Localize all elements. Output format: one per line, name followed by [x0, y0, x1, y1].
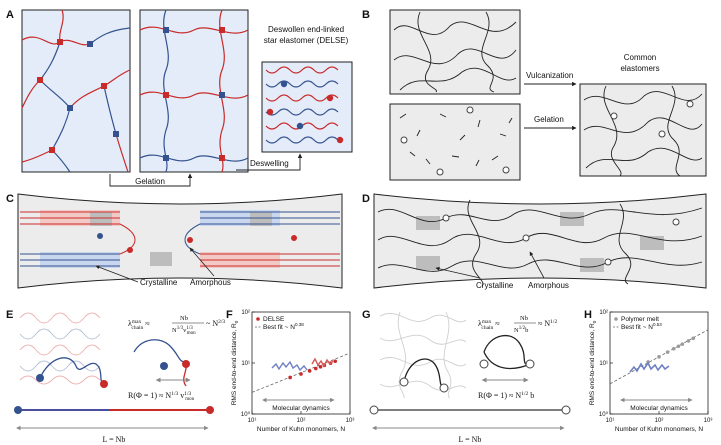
legend-marker [614, 317, 618, 321]
panel-b-melt-box [389, 9, 521, 95]
data-point [686, 339, 691, 343]
data-point [318, 365, 323, 369]
panel-a-title-line2: star elastomer (DELSE) [264, 36, 349, 45]
panel-a-deswelling-label: Deswelling [250, 159, 289, 168]
x-axis-label: Number of Kuhn monomers, N [257, 426, 345, 433]
panel-a-gelation-label: Gelation [135, 177, 165, 186]
panel-b-title-line1: Common [624, 53, 656, 62]
y-tick-label: 10¹ [241, 361, 250, 367]
annotation-label: Molecular dynamics [630, 405, 688, 412]
panel-label-b: B [362, 9, 370, 21]
data-point [307, 369, 312, 373]
panel-g-r-formula: R(Φ = 1) ≈ N1/2 b [478, 391, 534, 400]
panel-d-stretched-elastomer [373, 193, 707, 289]
y-tick-label: 10⁰ [599, 411, 609, 418]
data-point [671, 346, 676, 351]
y-tick-label: 10⁰ [241, 411, 251, 418]
panel-g-contour-bar [369, 405, 571, 431]
amorphous-pointer-d [529, 251, 545, 279]
legend-fit-label: Best fit ~ N0.38 [263, 322, 304, 331]
x-tick-label: 10³ [346, 418, 355, 424]
legend-series-label: DELSE [263, 316, 285, 323]
panel-b-solution-box [389, 103, 521, 181]
panel-g-melt-background [379, 311, 467, 399]
panel-e-single-chain [36, 339, 191, 388]
panel-label-c: C [6, 193, 14, 205]
panel-g-frac-num: Nb [520, 315, 528, 322]
trajectory-red [311, 357, 334, 368]
panel-c-crystalline-label: Crystalline [140, 278, 178, 287]
y-tick-label: 10² [599, 310, 608, 316]
panel-a-title-line1: Deswollen end-linked [268, 25, 344, 34]
panel-b-gelation-label: Gelation [534, 115, 564, 124]
panel-b-common-elastomer-box [579, 83, 707, 177]
legend-marker [256, 317, 260, 321]
y-tick-label: 10¹ [599, 361, 608, 367]
panel-label-g: G [362, 309, 371, 321]
y-tick-label: 10² [241, 310, 250, 316]
panel-g-single-chain [399, 334, 535, 393]
crystalline-pointer-d [435, 266, 481, 279]
trajectory-blue [629, 361, 670, 373]
panel-e-contour-bar [14, 406, 214, 431]
data-point [299, 372, 303, 376]
panel-a-network-gelled [139, 9, 249, 173]
legend-series-label: Polymer melt [621, 316, 659, 323]
x-axis-label: Number of Kuhn monomers, N [615, 426, 703, 433]
data-point [691, 336, 696, 341]
x-tick-label: 10² [297, 418, 306, 424]
panel-label-d: D [362, 193, 370, 205]
panel-c-amorphous-label: Amorphous [190, 278, 231, 287]
deswelling-arrow [236, 153, 303, 171]
data-point [657, 355, 661, 359]
data-point [665, 350, 670, 354]
panel-d-amorphous-label: Amorphous [528, 281, 569, 290]
data-point [313, 366, 318, 371]
crystalline-pointer-c [95, 265, 139, 283]
panel-e-frac-num: Nb [180, 315, 188, 322]
panel-b-title-line2: elastomers [620, 64, 659, 73]
x-tick-label: 10³ [704, 418, 713, 424]
data-point [680, 342, 685, 346]
panel-b-vulcanization-label: Vulcanization [526, 71, 573, 80]
x-tick-label: 10² [655, 418, 664, 424]
x-tick-label: 10¹ [606, 418, 615, 424]
legend-fit-label: Best fit ~ N0.53 [621, 322, 662, 331]
amorphous-pointer-c [189, 247, 215, 277]
panel-d-crystalline-label: Crystalline [476, 281, 514, 290]
panel-g-approx: ≈ N1/2 [538, 319, 557, 328]
panel-label-a: A [6, 9, 14, 21]
data-point [288, 375, 292, 380]
panel-label-h: H [584, 309, 592, 321]
panel-e-approx: ~ N2/3 [206, 319, 225, 328]
gelation-arrow [109, 173, 193, 187]
panel-e-l-label: L = Nb [103, 435, 126, 444]
y-axis-label: RMS end-to-end distance, R0 [589, 320, 597, 405]
panel-g-l-label: L = Nb [459, 435, 482, 444]
panel-c-stretched-delse [17, 193, 343, 289]
panel-e-melt-background [19, 312, 101, 385]
panel-a-delse-network [261, 61, 353, 153]
data-point [333, 359, 338, 364]
annotation-label: Molecular dynamics [272, 405, 330, 412]
x-tick-label: 10¹ [248, 418, 257, 424]
data-point [676, 344, 681, 349]
y-axis-label: RMS end-to-end distance, R0 [231, 320, 239, 405]
panel-label-e: E [6, 309, 13, 321]
panel-label-f: F [226, 309, 233, 321]
panel-g-frac-den: N1/2b [514, 326, 528, 334]
panel-a-network-swollen [21, 9, 131, 173]
trajectory-blue [271, 360, 308, 372]
